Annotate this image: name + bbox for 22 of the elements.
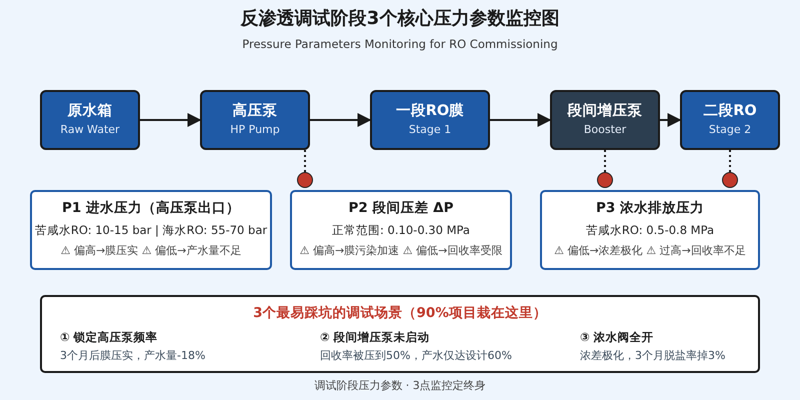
process-box: 一段RO膜 Stage 1 [370,90,490,150]
process-box: 原水箱 Raw Water [40,90,140,150]
dotted-line [729,150,731,172]
scenario-panel: 3个最易踩坑的调试场景（90%项目栽在这里） ① 锁定高压泵频率 3个月后膜压实，产水量-18% ② 段间增压泵未启动 回收率被压到50%，产水仅达设计60% ③ 浓水阀全开 浓差极化，3个月脱盐率掉3% [40,295,760,373]
marker-dot [297,172,313,188]
process-box: 高压泵 HP Pump [200,90,310,150]
info-box: P1 进水压力（高压泵出口） 苦咸水RO: 10-15 bar | 海水RO: 55-70 bar ⚠ 偏高→膜压实 ⚠ 偏低→产水量不足 [30,190,272,270]
info-box: P2 段间压差 ΔP 正常范围: 0.10-0.30 MPa ⚠ 偏高→膜污染加速 ⚠ 偏低→回收率受限 [290,190,512,270]
dotted-line [304,150,306,172]
process-box: 段间增压泵 Booster [550,90,660,150]
arrow [490,113,552,127]
info-box: P3 浓水排放压力 苦咸水RO: 0.5-0.8 MPa ⚠ 偏低→浓差极化 ⚠ 过高→回收率不足 [540,190,760,270]
footer-text: 调试阶段压力参数 · 3点监控定终身 [313,378,487,393]
process-box: 二段RO Stage 2 [680,90,780,150]
arrow [660,113,682,127]
dotted-line [604,150,606,172]
title: 反渗透调试阶段3个核心压力参数监控图 [239,7,560,30]
marker-dot [722,172,738,188]
marker-dot [597,172,613,188]
subtitle: Pressure Parameters Monitoring for RO Commissioning [241,37,559,51]
arrow [310,113,372,127]
arrow [140,113,202,127]
